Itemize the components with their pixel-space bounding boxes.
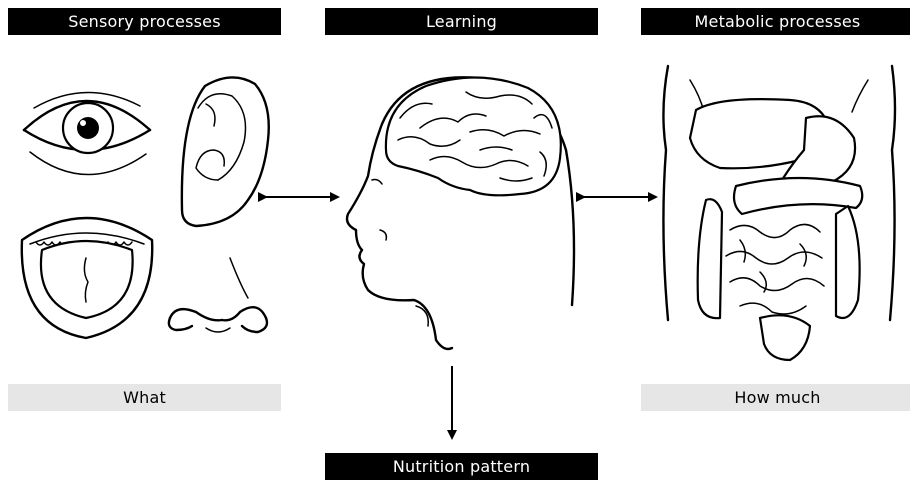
ear-illustration <box>182 77 269 226</box>
digestive-organs-illustration <box>663 66 895 360</box>
mouth-tongue-illustration <box>22 218 152 338</box>
how-much-label: How much <box>641 384 910 411</box>
head-brain-illustration <box>347 77 574 349</box>
nutrition-pattern-footer: Nutrition pattern <box>325 453 598 480</box>
what-label: What <box>8 384 281 411</box>
eye-illustration <box>24 92 150 174</box>
nose-illustration <box>169 258 267 332</box>
